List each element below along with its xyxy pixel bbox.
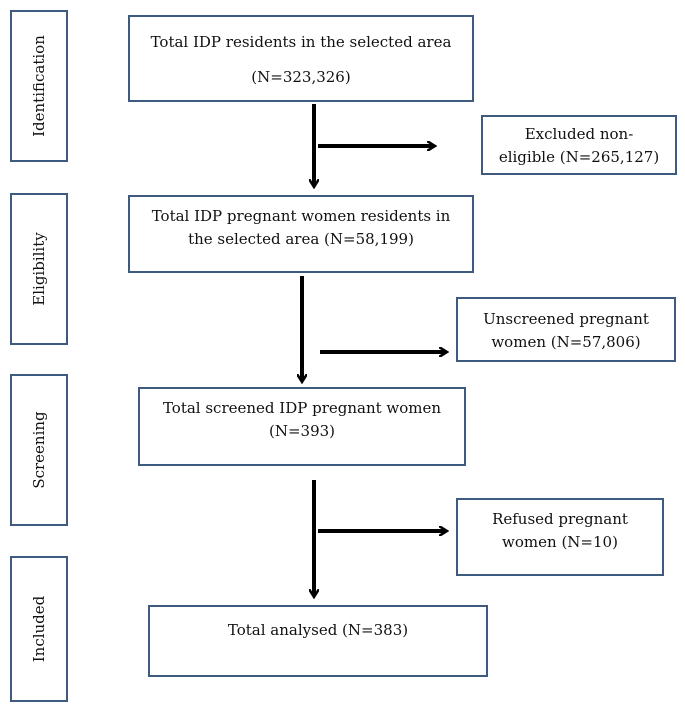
box-pregnant-residents: Total IDP pregnant women residents in th…: [128, 195, 474, 273]
box-excluded-line1: Excluded non-: [524, 125, 634, 143]
box-analysed: Total analysed (N=383): [148, 605, 488, 677]
box-screened-line1: Total screened IDP pregnant women: [162, 399, 442, 417]
box-unscreened: Unscreened pregnant women (N=57,806): [456, 297, 676, 362]
box-pregnant-residents-line2: the selected area (N=58,199): [188, 230, 414, 249]
box-total-residents-line1: Total IDP residents in the selected area: [150, 33, 452, 51]
box-excluded-line2: eligible (N=265,127): [498, 148, 660, 167]
stage-screening: Screening: [10, 374, 68, 526]
box-total-residents: Total IDP residents in the selected area…: [128, 15, 474, 102]
stage-eligibility: Eligibility: [10, 193, 68, 345]
box-screened-line2: (N=393): [268, 422, 336, 441]
box-total-residents-count: (N=323,326): [251, 67, 351, 86]
stage-identification: Identification: [10, 10, 68, 162]
box-refused-line1: Refused pregnant: [492, 510, 628, 528]
stage-included: Included: [10, 556, 68, 702]
box-excluded: Excluded non- eligible (N=265,127): [481, 115, 677, 175]
box-pregnant-residents-line1: Total IDP pregnant women residents in: [151, 207, 451, 225]
box-screened: Total screened IDP pregnant women (N=393…: [138, 387, 466, 466]
box-unscreened-line1: Unscreened pregnant: [483, 310, 649, 328]
box-unscreened-line2: women (N=57,806): [491, 333, 641, 352]
box-refused: Refused pregnant women (N=10): [456, 498, 664, 576]
box-refused-line2: women (N=10): [502, 533, 618, 552]
box-analysed-line1: Total analysed (N=383): [227, 621, 409, 639]
